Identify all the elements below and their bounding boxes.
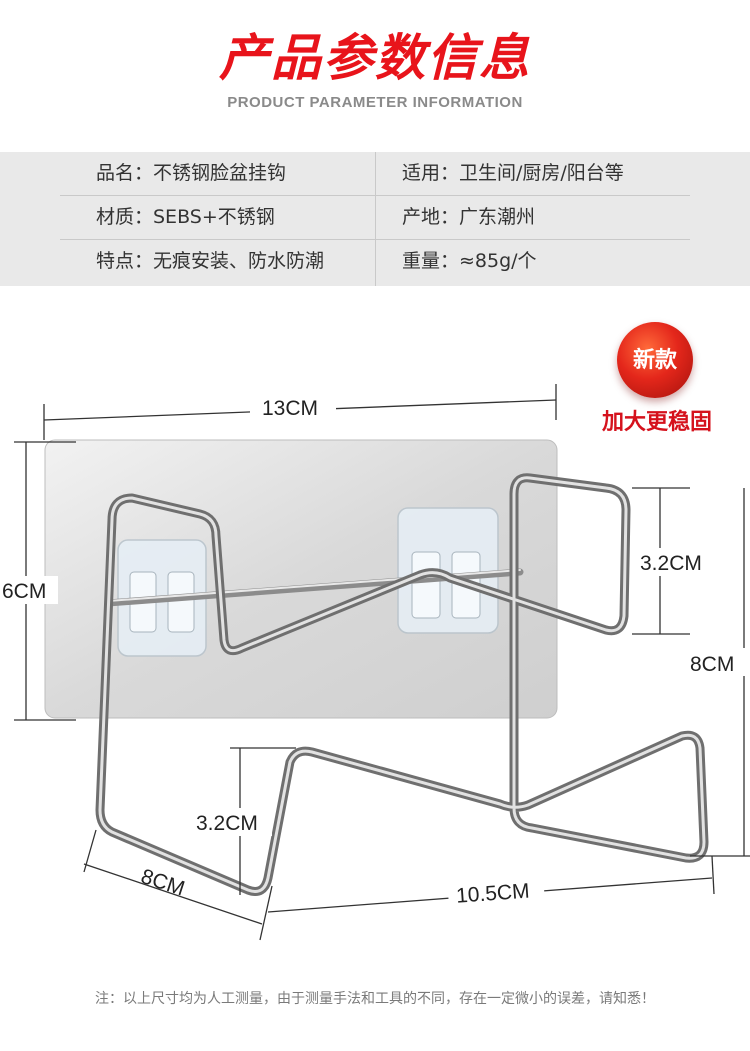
spec-origin: 产地：广东潮州 [402,206,536,228]
measurement-note: 注：以上尺寸均为人工测量，由于测量手法和工具的不同，存在一定微小的误差，请知悉！ [95,991,655,1007]
dim-hook-lower: 3.2CM [196,812,258,835]
spec-features: 特点：无痕安装、防水防潮 [96,250,325,272]
spec-row: 特点：无痕安装、防水防潮 重量：≈85g/个 [60,240,690,283]
spec-weight: 重量：≈85g/个 [402,250,537,272]
dim-width-top: 13CM [262,397,318,420]
hook-wire [95,473,709,896]
dim-depth-bottom: 8CM [138,865,187,901]
spec-material: 材质：SEBS+不锈钢 [96,206,275,228]
dimension-lines [14,384,750,941]
dimension-labels: 13CM 6CM 3.2CM 8CM 3.2CM 8CM 10.5CM [0,392,750,908]
dim-depth-right: 8CM [690,653,734,676]
spec-column-divider [375,152,376,286]
mount-bracket-right [397,507,499,634]
badge-label: 新款 [632,347,677,373]
spec-usage: 适用：卫生间/厨房/阳台等 [402,162,624,184]
spec-product-name: 品名：不锈钢脸盆挂钩 [96,162,287,184]
page-subtitle: PRODUCT PARAMETER INFORMATION [227,94,523,111]
page-title: 产品参数信息 [219,29,531,87]
dim-height-left: 6CM [2,580,46,603]
spec-table: 品名：不锈钢脸盆挂钩 适用：卫生间/厨房/阳台等 材质：SEBS+不锈钢 产地：… [0,152,750,286]
product-diagram: 13CM 6CM 3.2CM 8CM 3.2CM 8CM 10.5CM [0,384,750,941]
badge-caption: 加大更稳固 [601,409,712,435]
dim-width-bottom: 10.5CM [455,880,530,908]
new-model-badge: 新款 [617,322,693,398]
dim-hook-upper: 3.2CM [640,552,702,575]
